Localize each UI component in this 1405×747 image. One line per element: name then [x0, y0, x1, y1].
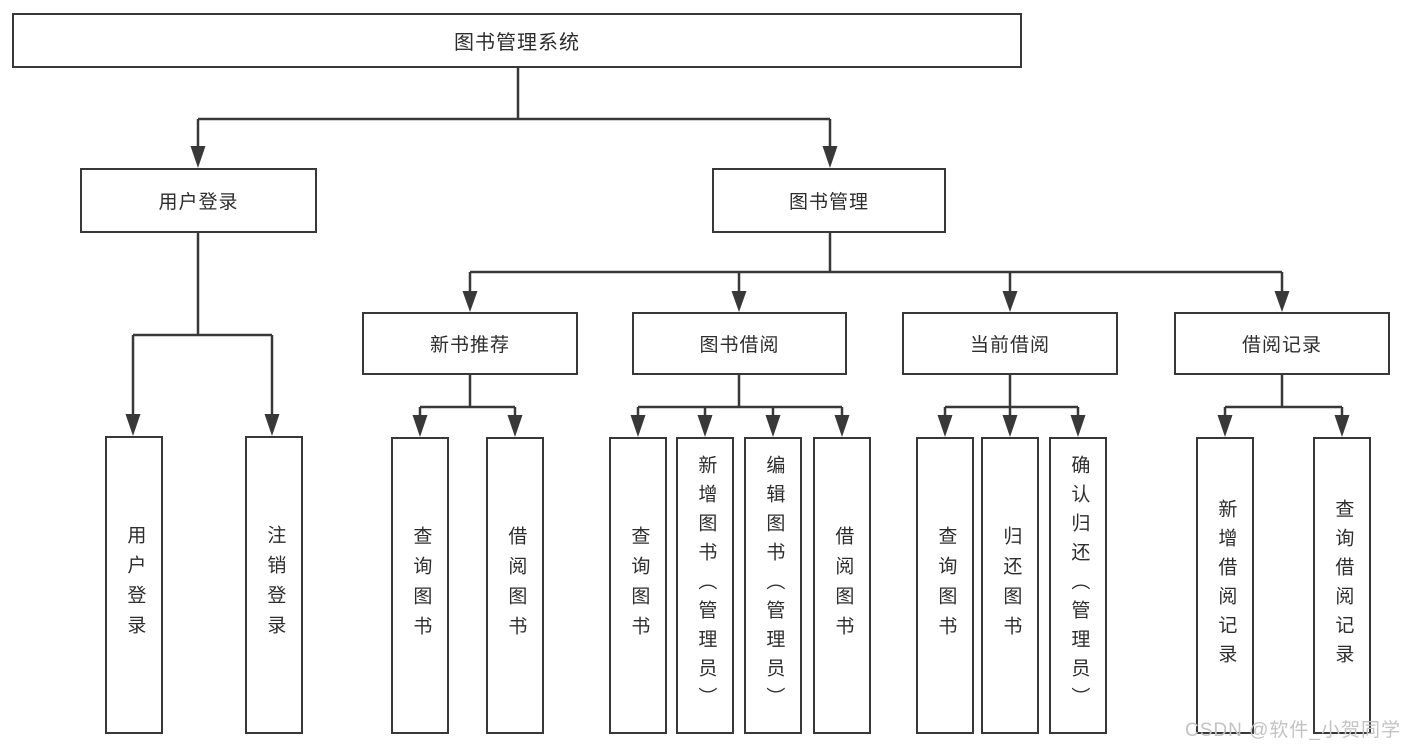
node-leaf-query-borrow-record: 查询借阅记录 — [1313, 437, 1371, 734]
leaf-label: 确认归还（管理员） — [1068, 455, 1090, 716]
leaf-label: 编辑图书（管理员） — [763, 455, 785, 716]
leaf-label: 归还图书 — [1000, 525, 1022, 646]
node-leaf-add-borrow-record: 新增借阅记录 — [1196, 437, 1254, 734]
node-borrow-records: 借阅记录 — [1174, 312, 1390, 375]
leaf-label: 查询借阅记录 — [1332, 498, 1354, 673]
node-library-system: 图书管理系统 — [12, 13, 1022, 68]
node-leaf-logout: 注销登录 — [245, 436, 303, 734]
node-leaf-user-login: 用户登录 — [105, 436, 163, 734]
node-leaf-borrow-books-2: 借阅图书 — [813, 437, 871, 734]
node-leaf-confirm-return-admin: 确认归还（管理员） — [1049, 437, 1107, 734]
leaf-label: 新增借阅记录 — [1215, 498, 1237, 673]
leaf-label: 新增图书（管理员） — [695, 455, 717, 716]
leaf-label: 用户登录 — [124, 525, 146, 645]
leaf-label: 查询图书 — [935, 525, 957, 646]
leaf-label: 注销登录 — [264, 525, 286, 645]
node-leaf-edit-books-admin: 编辑图书（管理员） — [744, 437, 802, 734]
node-leaf-query-books-3: 查询图书 — [916, 437, 974, 734]
node-new-book-recommend: 新书推荐 — [362, 312, 578, 375]
node-book-management: 图书管理 — [712, 168, 946, 233]
leaf-label: 查询图书 — [628, 525, 650, 646]
csdn-watermark: CSDN @软件_小贺同学 — [1185, 720, 1401, 741]
node-user-login: 用户登录 — [80, 168, 317, 233]
leaf-label: 借阅图书 — [832, 525, 854, 646]
leaf-label: 查询图书 — [410, 525, 432, 646]
node-book-borrowing: 图书借阅 — [632, 312, 847, 375]
node-leaf-query-books-2: 查询图书 — [609, 437, 667, 734]
node-leaf-borrow-books-1: 借阅图书 — [486, 437, 544, 734]
node-leaf-add-books-admin: 新增图书（管理员） — [676, 437, 734, 734]
leaf-label: 借阅图书 — [505, 525, 527, 646]
node-current-borrowing: 当前借阅 — [902, 312, 1118, 375]
node-leaf-return-books: 归还图书 — [981, 437, 1039, 734]
node-leaf-query-books-1: 查询图书 — [391, 437, 449, 734]
